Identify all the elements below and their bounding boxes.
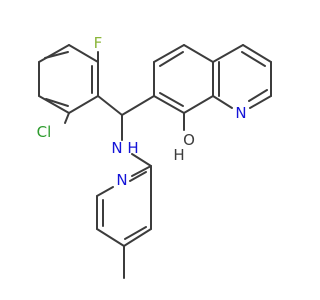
bond [68,95,99,114]
bond [38,95,70,114]
amine-hydrogen-label: H [127,139,138,157]
bond [68,44,99,63]
bond [183,44,214,63]
pyridine-nitrogen-label: N [116,171,127,189]
bond [96,228,125,247]
bond [183,95,214,114]
bond [159,51,184,67]
bond [97,95,123,116]
bond [241,51,266,67]
bond [131,165,152,177]
bond [96,186,114,197]
quinoline-nitrogen-label: N [235,104,246,122]
bond [44,51,69,59]
bond [131,153,152,167]
atom-label-layer: F Cl N H N N O H [37,34,247,189]
hydroxyl-hydrogen-label: H [173,146,184,164]
bond [159,92,184,107]
chlorine-atom-label: Cl [37,123,52,141]
bond [129,171,147,182]
bond [212,44,244,63]
bond [242,44,272,63]
bond [153,44,185,63]
bond [38,44,70,63]
chemical-structure-diagram: F Cl N H N N O H [37,34,272,279]
hydroxyl-oxygen-label: O [183,131,195,149]
bond [124,226,147,240]
bond [45,98,69,107]
bond-layer [38,44,272,279]
amine-nitrogen-label: N [111,139,122,157]
bond [121,95,155,116]
bond [212,95,233,109]
bond [64,112,70,124]
bond [248,89,268,102]
bond [153,95,185,114]
fluorine-atom-label: F [94,34,103,52]
bond [123,228,152,247]
bond [249,95,272,109]
